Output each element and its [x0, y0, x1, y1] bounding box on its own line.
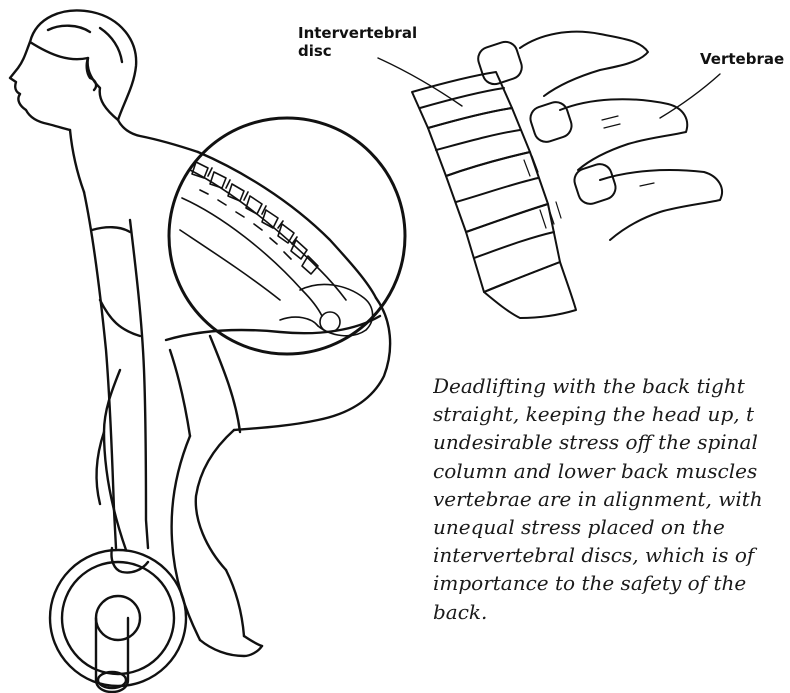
vertebrae-label: Vertebrae [700, 50, 784, 68]
caption-line: intervertebral discs, which is of [433, 541, 790, 569]
caption-line: back. [433, 598, 790, 626]
caption-line: unequal stress placed on the [433, 513, 790, 541]
caption-text: Deadlifting with the back tight straight… [433, 372, 790, 626]
caption-line: undesirable stress off the spinal [433, 428, 790, 456]
caption-line: Deadlifting with the back tight [433, 372, 790, 400]
spine-magnifier [169, 118, 405, 354]
intervertebral-disc-label-line1: Intervertebral [298, 24, 438, 42]
vertebrae-leader-line [660, 74, 720, 118]
intervertebral-disc-label: Intervertebral disc [298, 24, 438, 60]
intervertebral-disc-label-line2: disc [298, 42, 438, 60]
caption-line: vertebrae are in alignment, with [433, 485, 790, 513]
caption-line: importance to the safety of the [433, 569, 790, 597]
caption-line: column and lower back muscles [433, 457, 790, 485]
vertebrae-diagram [378, 32, 722, 318]
caption-line: straight, keeping the head up, t [433, 400, 790, 428]
